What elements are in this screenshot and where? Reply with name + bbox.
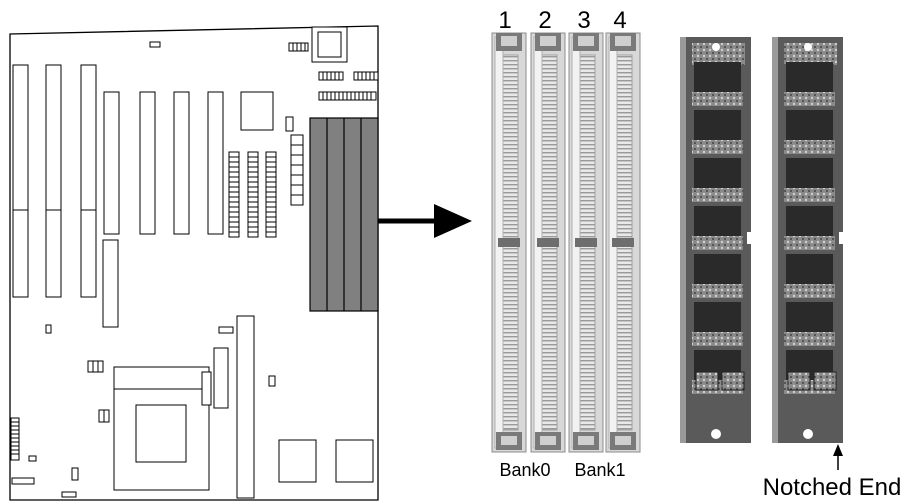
simm-socket-4: [605, 32, 641, 453]
simm-modules-group: [680, 37, 844, 443]
simm-sockets-group: [491, 32, 641, 453]
slot-number-2: 2: [538, 7, 551, 34]
motherboard: [9, 25, 379, 501]
slot-number-1: 1: [498, 7, 511, 34]
arrow-right-icon: [378, 204, 472, 238]
cpu-socket: [113, 366, 210, 491]
connector-header: [288, 42, 309, 52]
slot-number-3: 3: [577, 7, 590, 34]
simm-module-1: [680, 37, 752, 443]
battery-component: [311, 26, 348, 63]
chipset: [240, 91, 304, 206]
jumper: [149, 41, 161, 48]
simm-sockets-highlighted: [309, 117, 379, 312]
connector-header: [318, 71, 379, 81]
simm-socket-3: [568, 32, 604, 453]
bank-label-0: Bank0: [499, 460, 550, 480]
notched-end-label: Notched End: [763, 474, 902, 501]
simm-socket-1: [491, 32, 527, 453]
connector-header: [318, 91, 377, 101]
simm-module-2: [772, 37, 844, 443]
isa-slots: [12, 64, 97, 298]
pci-slots: [102, 91, 224, 328]
simm-socket-2: [530, 32, 566, 453]
arrow-up-icon: [833, 444, 843, 470]
motherboard-outline: [9, 25, 379, 501]
slot-number-4: 4: [613, 7, 626, 34]
small-parts: [10, 315, 374, 499]
bank-label-1: Bank1: [574, 460, 625, 480]
jumper-rows: [228, 151, 277, 238]
